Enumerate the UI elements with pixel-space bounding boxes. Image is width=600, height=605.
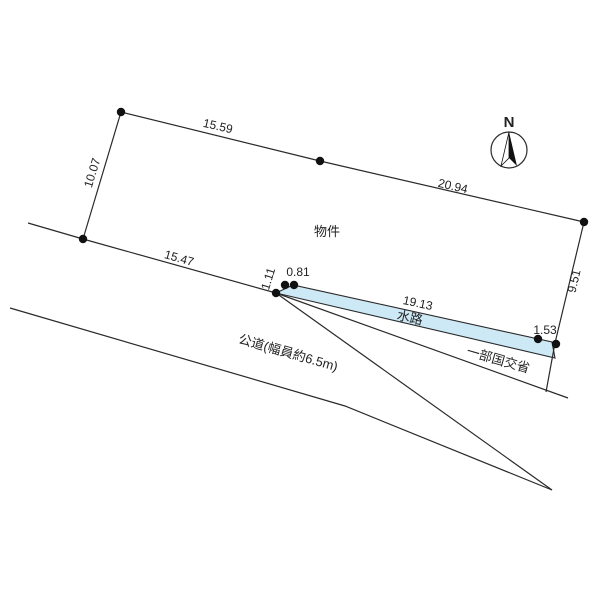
dimension-top-right: 20.94 xyxy=(437,176,470,196)
state-strip-edge xyxy=(275,292,553,491)
waterway-label: 水路 xyxy=(396,308,425,328)
corner-point-top-right xyxy=(579,217,589,227)
corner-point-waterway-d xyxy=(533,334,543,344)
dimension-waterway-end: 1.53 xyxy=(533,323,557,337)
dimension-bottom-small-b: 0.81 xyxy=(286,265,310,279)
corner-point-top-mid xyxy=(315,156,325,166)
corner-point-bottom-left xyxy=(78,234,88,244)
road-label: 公道(幅員約6.5m) xyxy=(237,331,340,374)
corner-point-top-left xyxy=(116,107,126,117)
dimension-top-left: 15.59 xyxy=(202,116,235,136)
dimension-left-side: 10.07 xyxy=(81,156,103,189)
corner-point-waterway-a xyxy=(271,288,281,298)
site-label: 物件 xyxy=(314,224,340,239)
corner-point-waterway-b xyxy=(280,280,290,290)
north-arrow-half-icon xyxy=(500,131,510,168)
north-label: N xyxy=(504,114,515,131)
corner-point-waterway-c xyxy=(289,280,299,290)
dimension-waterway-length: 19.13 xyxy=(402,293,435,313)
dimension-right-side: 9.51 xyxy=(565,268,584,294)
road-lower-edge xyxy=(9,307,553,491)
road-upper-edge xyxy=(27,222,569,399)
dimension-bottom-small-a: 1.11 xyxy=(258,266,278,292)
corner-point-right xyxy=(551,339,561,349)
north-arrow: N xyxy=(490,114,528,169)
right-extension-line xyxy=(545,342,556,393)
